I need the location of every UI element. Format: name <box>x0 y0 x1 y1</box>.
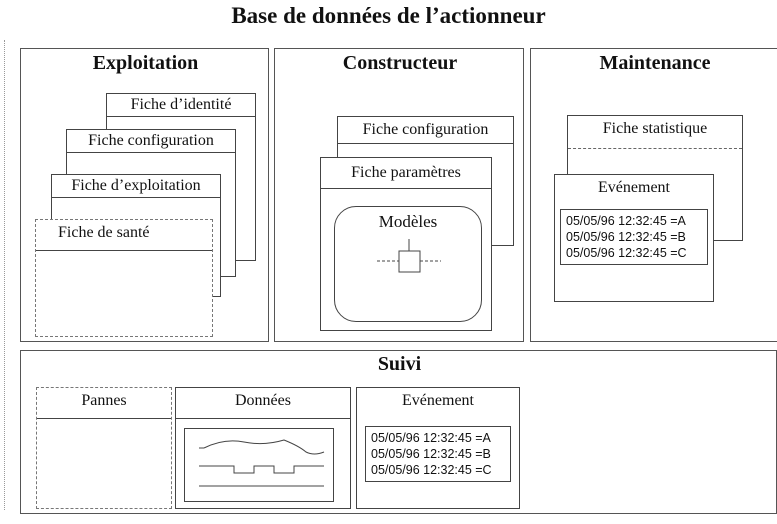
constructeur-panel: Constructeur Fiche configuration Fiche p… <box>274 48 524 342</box>
event-log: 05/05/96 12:32:45 =A 05/05/96 12:32:45 =… <box>365 426 511 482</box>
exploitation-panel: Exploitation Fiche d’identité Fiche conf… <box>20 48 269 342</box>
log-entry: 05/05/96 12:32:45 =C <box>371 463 492 477</box>
signal-chart-icon <box>184 428 334 502</box>
constructeur-title: Constructeur <box>342 52 458 74</box>
maintenance-title: Maintenance <box>599 52 711 74</box>
model-block-icon <box>377 239 441 273</box>
left-edge-dotted-line <box>4 40 5 510</box>
maintenance-panel: Maintenance Fiche statistique Evénement … <box>530 48 777 342</box>
log-entry: 05/05/96 12:32:45 =C <box>566 246 687 260</box>
card-label: Fiche paramètres <box>321 158 491 189</box>
card-label: Fiche d’exploitation <box>52 175 220 198</box>
models-box: Modèles <box>334 206 482 322</box>
card-label: Fiche configuration <box>67 130 235 153</box>
card-fiche-sante: Fiche de santé <box>35 219 213 337</box>
log-entry: 05/05/96 12:32:45 =B <box>566 230 686 244</box>
event-log: 05/05/96 12:32:45 =A 05/05/96 12:32:45 =… <box>560 209 708 265</box>
donnees-box: Données <box>175 387 351 509</box>
log-entry: 05/05/96 12:32:45 =B <box>371 447 491 461</box>
card-evenement: Evénement 05/05/96 12:32:45 =A 05/05/96 … <box>554 174 714 302</box>
card-label: Fiche configuration <box>338 117 513 144</box>
evenement-label: Evénement <box>402 392 474 409</box>
card-label: Fiche d’identité <box>107 94 255 117</box>
log-entry: 05/05/96 12:32:45 =A <box>566 214 686 228</box>
suivi-title: Suivi <box>377 353 422 375</box>
pannes-label: Pannes <box>37 388 171 419</box>
page-title: Base de données de l’actionneur <box>231 3 546 28</box>
card-label: Fiche de santé <box>58 224 150 241</box>
evenement-box: Evénement 05/05/96 12:32:45 =A 05/05/96 … <box>356 387 520 509</box>
card-fiche-parametres: Fiche paramètres Modèles <box>320 157 492 331</box>
log-entry: 05/05/96 12:32:45 =A <box>371 431 491 445</box>
donnees-label: Données <box>176 388 350 419</box>
card-label: Evénement <box>598 179 670 196</box>
exploitation-title: Exploitation <box>92 52 199 74</box>
models-label: Modèles <box>378 212 438 231</box>
pannes-box: Pannes <box>36 387 172 509</box>
card-label: Fiche statistique <box>568 116 742 149</box>
card-body <box>36 250 212 251</box>
suivi-panel: Suivi Pannes Données Evénement 05/05/96 … <box>20 350 777 514</box>
